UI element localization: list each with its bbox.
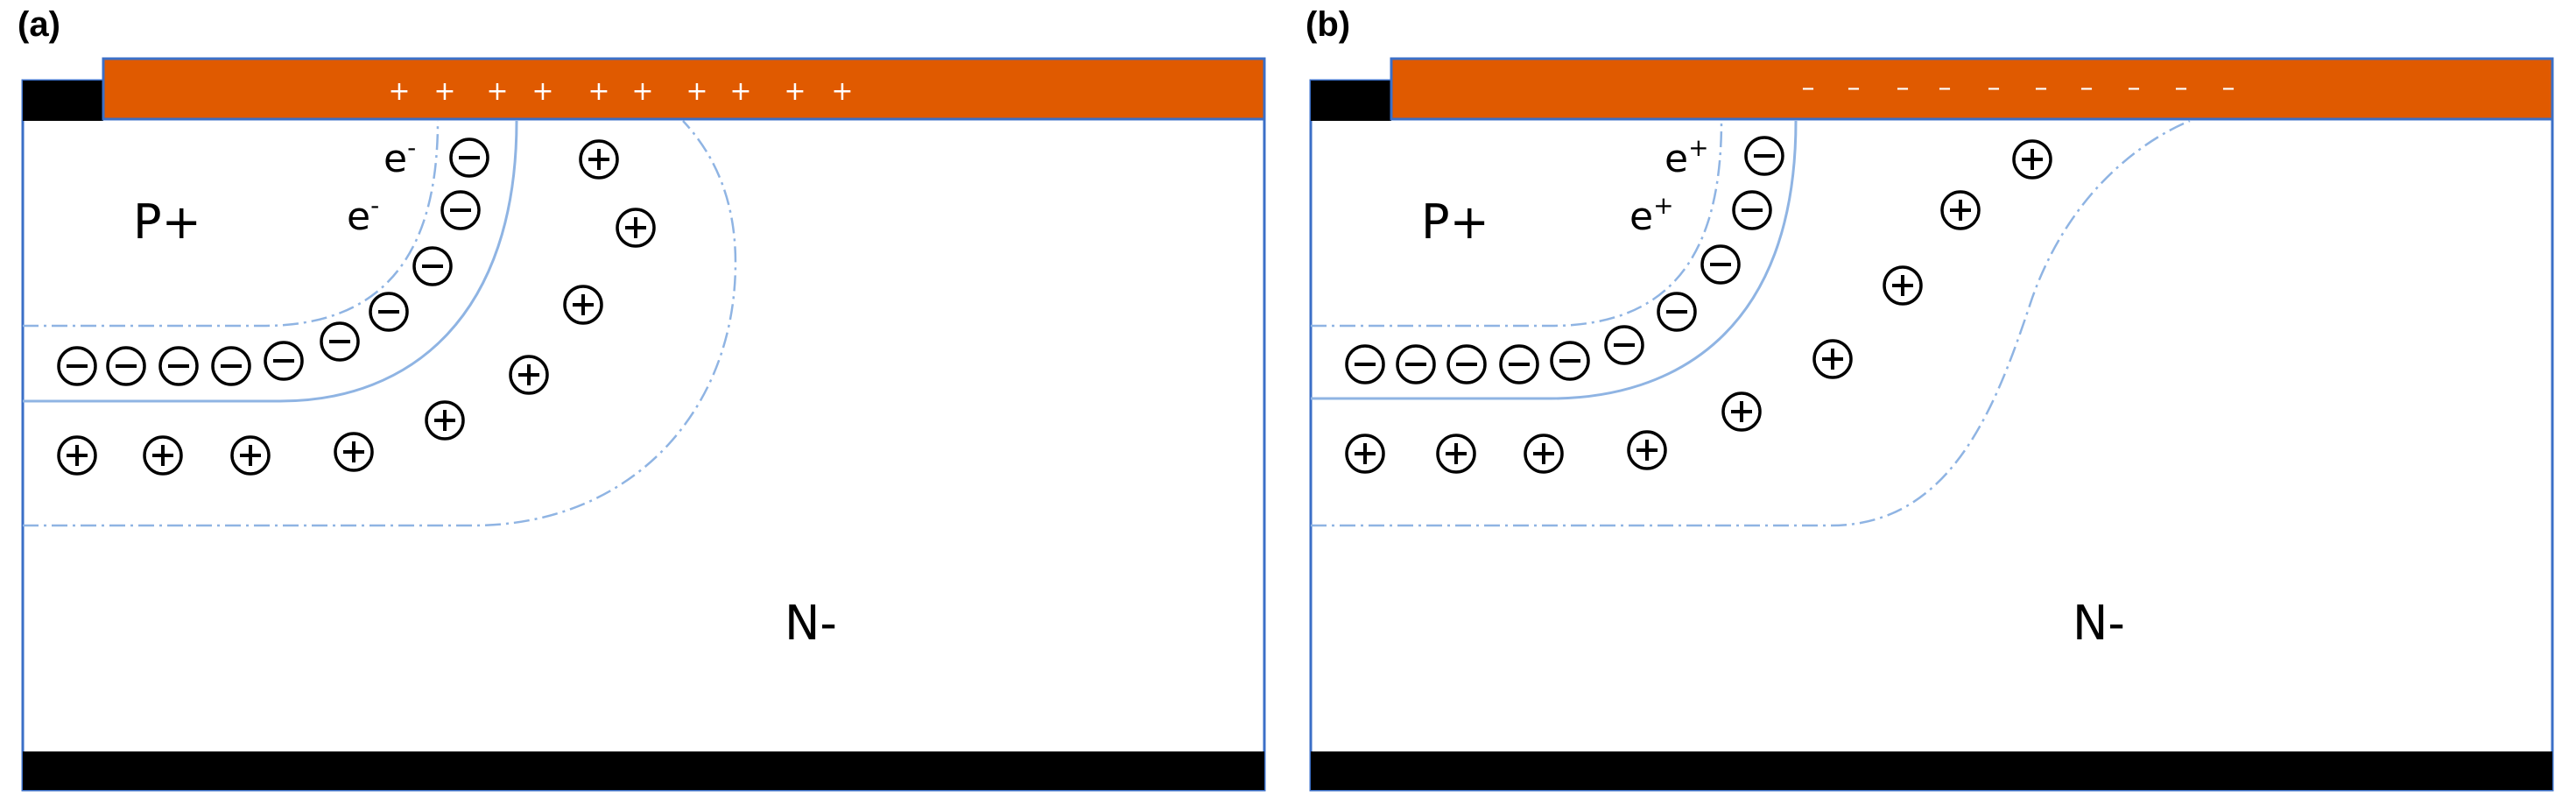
pn-junction [23, 120, 518, 403]
gate-charge: + [531, 76, 553, 107]
gate-charge: – [1988, 73, 2001, 103]
positive-ion-icon [143, 435, 183, 476]
negative-ion-group [57, 138, 489, 386]
positive-ion-icon [334, 432, 374, 472]
positive-ion-group [57, 139, 656, 476]
svg-text:e+: e+ [1665, 133, 1709, 181]
positive-ion-icon [425, 400, 465, 441]
panel-label: (b) [1306, 5, 1351, 44]
gate-charge-row: – – – – – – – – – – [1802, 73, 2235, 103]
positive-ion-icon [230, 435, 271, 476]
drain-contact [1311, 751, 2552, 790]
svg-text:e+: e+ [1629, 191, 1674, 239]
drain-contact [23, 751, 1264, 790]
negative-ion-icon [1396, 344, 1436, 384]
positive-ion-icon [1345, 434, 1385, 474]
positive-ion-icon [1940, 190, 1981, 230]
carrier-label: e- [384, 133, 416, 181]
device-cross-section: – – – – – – – – – – P+ N- e+ e+ [1309, 57, 2554, 792]
gate-charge: – [1848, 73, 1861, 103]
positive-ion-icon [1627, 430, 1667, 470]
positive-ion-icon [509, 355, 549, 395]
negative-ion-icon [449, 138, 489, 178]
svg-text:e-: e- [384, 133, 416, 181]
source-contact [1311, 81, 1391, 121]
carrier-label: e+ [1665, 133, 1709, 181]
depletion-edge-n [1311, 119, 2191, 527]
gate-charge: – [2128, 73, 2141, 103]
positive-ion-icon [563, 285, 603, 325]
carrier-label: e+ [1629, 191, 1674, 239]
negative-ion-icon [1550, 341, 1590, 381]
negative-ion-icon [211, 346, 251, 386]
negative-ion-icon [1604, 325, 1644, 365]
negative-ion-icon [412, 246, 453, 286]
gate-charge: + [831, 76, 853, 107]
negative-ion-icon [106, 346, 146, 386]
gate-electrode [1390, 57, 2554, 121]
region-p-label: P+ [1421, 194, 1489, 250]
negative-ion-icon [320, 321, 360, 362]
positive-ion-icon [1436, 434, 1476, 474]
negative-ion-icon [1446, 344, 1487, 384]
positive-ion-icon [1812, 339, 1853, 379]
gate-charge: – [1802, 73, 1815, 103]
gate-charge: + [686, 76, 707, 107]
source-contact [23, 81, 103, 121]
negative-ion-icon [1732, 190, 1772, 230]
gate-charge: + [729, 76, 751, 107]
gate-charge: + [486, 76, 508, 107]
positive-ion-icon [1524, 434, 1564, 474]
positive-ion-icon [57, 435, 97, 476]
gate-charge: – [1939, 73, 1952, 103]
positive-ion-icon [2012, 139, 2052, 180]
positive-ion-icon [1721, 391, 1762, 432]
positive-ion-icon [1883, 265, 1923, 306]
panel-a: (a) + + + + + + + + + + P+ N- [18, 5, 1266, 792]
gate-charge: + [784, 76, 806, 107]
negative-ion-icon [440, 190, 481, 230]
negative-ion-icon [158, 346, 199, 386]
negative-ion-icon [369, 292, 409, 332]
negative-ion-group [1345, 136, 1784, 384]
negative-ion-icon [1700, 244, 1741, 285]
pn-junction [1311, 120, 1798, 400]
panel-label: (a) [18, 5, 60, 44]
gate-charge: – [2222, 73, 2235, 103]
negative-ion-icon [1744, 136, 1784, 176]
positive-ion-group [1345, 139, 2052, 474]
gate-charge-row: + + + + + + + + + + [388, 76, 853, 107]
gate-charge: – [2080, 73, 2094, 103]
positive-ion-icon [579, 139, 619, 180]
panel-b: (b) – – – – – – – – – – P+ N- e+ e+ [1288, 0, 2576, 804]
gate-charge: – [2175, 73, 2188, 103]
negative-ion-icon [1657, 292, 1697, 332]
depletion-edge-n [23, 120, 737, 527]
gate-charge: + [588, 76, 609, 107]
region-p-label: P+ [133, 194, 201, 250]
region-n-label: N- [785, 596, 837, 651]
carrier-label: e- [347, 191, 379, 239]
depletion-edge-p [1311, 120, 1723, 328]
gate-charge: + [433, 76, 455, 107]
negative-ion-icon [57, 346, 97, 386]
gate-charge: + [631, 76, 653, 107]
negative-ion-icon [1499, 344, 1539, 384]
gate-charge: – [2035, 73, 2048, 103]
svg-text:e-: e- [347, 191, 379, 239]
region-n-label: N- [2073, 596, 2125, 651]
gate-electrode [102, 57, 1266, 121]
positive-ion-icon [616, 208, 656, 248]
substrate-boundary [1309, 79, 2554, 792]
gate-charge: + [388, 76, 410, 107]
depletion-edge-p [23, 120, 440, 328]
negative-ion-icon [264, 341, 304, 381]
negative-ion-icon [1345, 344, 1385, 384]
substrate-boundary [21, 79, 1266, 792]
gate-charge: – [1897, 73, 1910, 103]
device-cross-section: + + + + + + + + + + P+ N- e- e- [21, 57, 1266, 792]
